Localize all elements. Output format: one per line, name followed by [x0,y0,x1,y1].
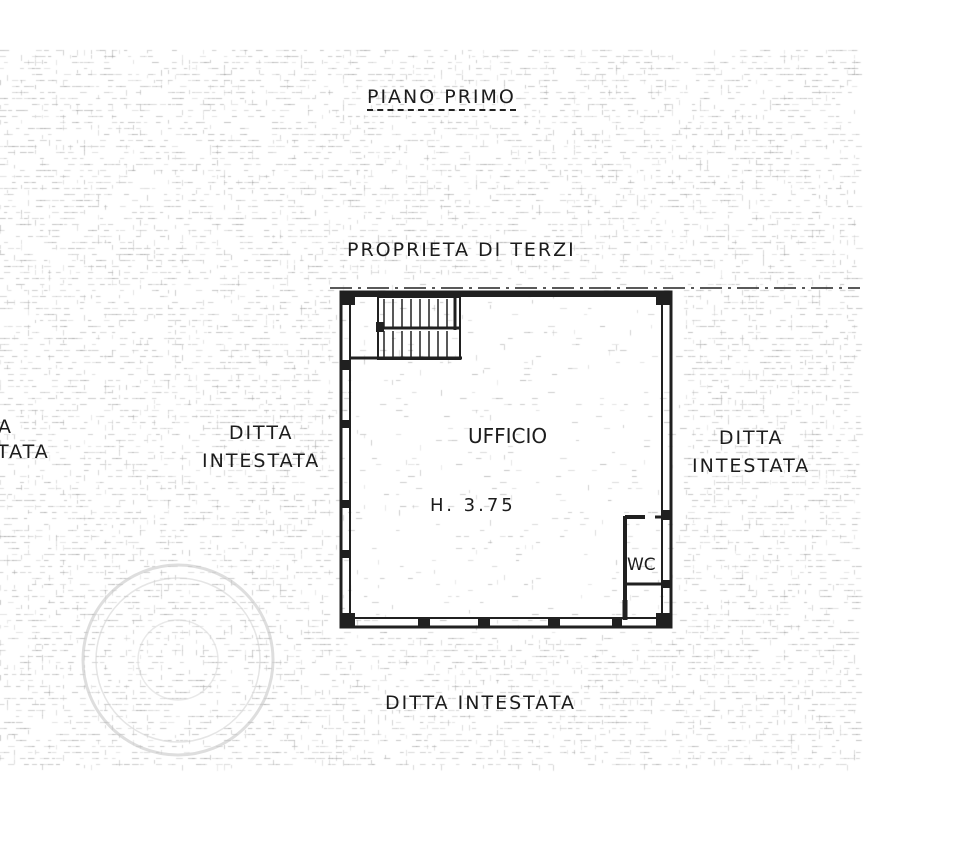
east-neighbor-label: DITTA INTESTATA [692,424,810,480]
room-height-label: H. 3.75 [430,495,516,516]
exterior-walls [339,290,673,629]
west-label-line2: INTESTATA [202,450,321,472]
east-label-line2: INTESTATA [692,455,811,477]
wc-partition [622,515,664,620]
cropped-label-line2: TATA [0,441,50,463]
west-label-line1: DITTA [228,422,294,444]
east-label-line1: DITTA [718,427,784,449]
cropped-label-line1: A [0,416,13,438]
room-name-label: UFFICIO [468,424,548,448]
south-neighbor-label: DITTA INTESTATA [385,692,576,714]
circular-stamp [81,563,275,757]
wc-label: WC [627,555,656,575]
north-neighbor-label: PROPRIETA DI TERZI [347,239,576,261]
plan-title: PIANO PRIMO [367,88,516,111]
west-neighbor-label: DITTA INTESTATA [202,419,320,475]
staircase [350,296,462,360]
